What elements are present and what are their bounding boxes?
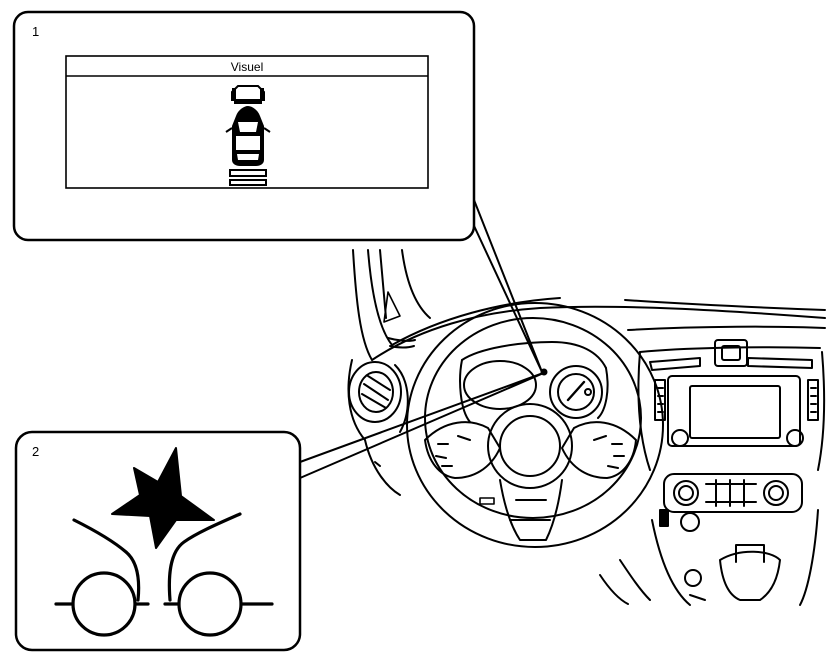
leader-lines xyxy=(299,199,548,479)
callout-2-number: 2 xyxy=(32,444,39,459)
lower-console xyxy=(599,509,819,606)
dashboard-top xyxy=(371,297,826,361)
vehicle-ahead-icon xyxy=(231,85,265,104)
dashboard-drawing xyxy=(347,249,826,606)
collision-star xyxy=(111,447,215,549)
left-air-vent xyxy=(347,337,416,441)
display-title: Visuel xyxy=(231,60,263,74)
callout-1: 1 Visuel xyxy=(12,10,476,242)
climate-controls xyxy=(663,473,803,513)
instrument-cluster xyxy=(459,341,609,423)
callout-2: 2 xyxy=(14,430,302,652)
a-pillar xyxy=(352,249,431,361)
info-display-panel: Visuel xyxy=(65,55,429,189)
callout-1-number: 1 xyxy=(32,24,39,39)
own-vehicle-icon xyxy=(225,106,271,186)
left-vehicle-symbol xyxy=(54,518,150,637)
right-vehicle-symbol xyxy=(163,512,274,637)
steering-wheel xyxy=(406,302,664,548)
center-console xyxy=(637,339,826,471)
forward-collision-warning-icon xyxy=(54,447,274,637)
